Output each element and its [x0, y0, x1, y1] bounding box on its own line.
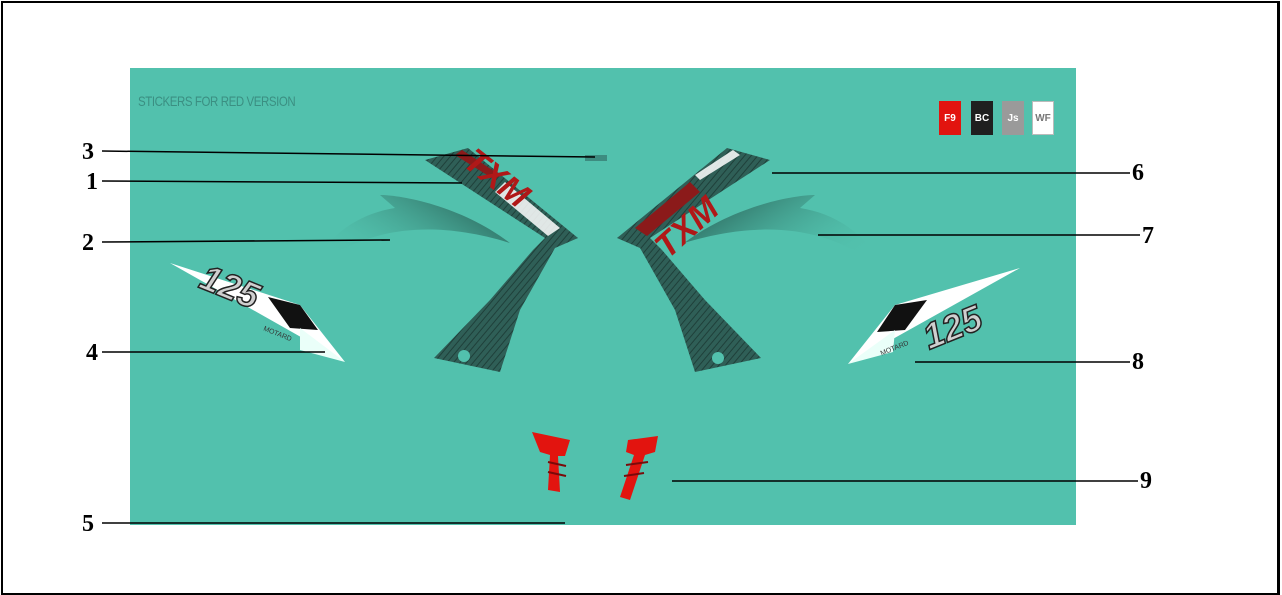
callout-5: 5 — [82, 512, 94, 536]
right-side-panel-decal — [617, 148, 770, 372]
callout-9: 9 — [1140, 469, 1152, 493]
callout-1: 1 — [86, 170, 98, 194]
leader-line-1 — [102, 181, 462, 183]
small-label-decal — [585, 155, 607, 161]
callout-8: 8 — [1132, 350, 1144, 374]
leader-line-3 — [102, 151, 595, 157]
callout-2: 2 — [82, 231, 94, 255]
callout-4: 4 — [86, 341, 98, 365]
left-swoosh-decal — [312, 195, 510, 272]
leader-lines — [102, 151, 1140, 523]
callout-3: 3 — [82, 140, 94, 164]
callout-7: 7 — [1142, 224, 1154, 248]
red-tag-right — [620, 436, 658, 500]
callout-6: 6 — [1132, 161, 1144, 185]
